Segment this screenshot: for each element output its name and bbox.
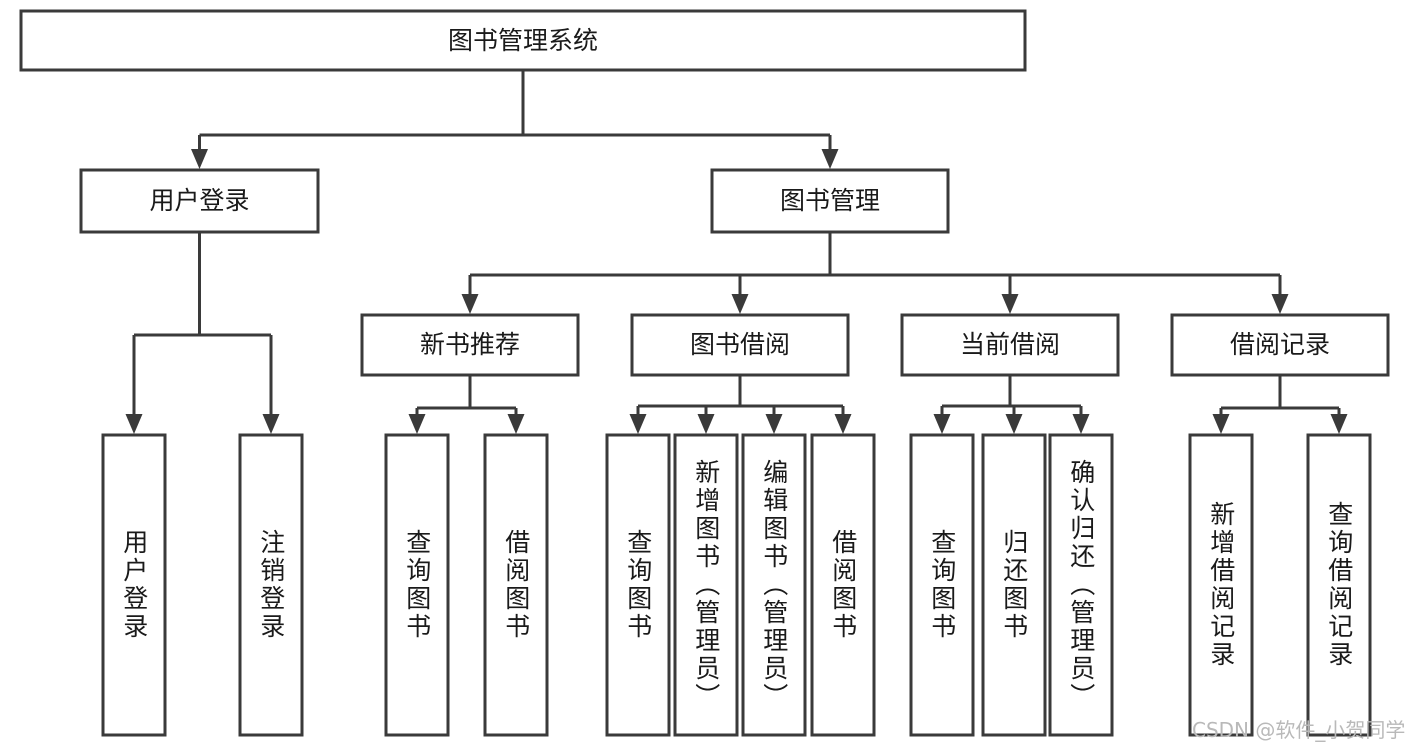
- connector-arrowhead: [629, 414, 647, 434]
- node-box-records[interactable]: [1170, 313, 1390, 377]
- node-box-leaf-current-return[interactable]: [981, 433, 1047, 737]
- connector-arrowhead: [821, 149, 839, 169]
- connector-arrowhead: [507, 414, 525, 434]
- connector-arrowhead: [125, 414, 143, 434]
- node-box-leaf-current-query[interactable]: [909, 433, 975, 737]
- connector-arrowhead: [834, 414, 852, 434]
- node-box-borrow[interactable]: [630, 313, 850, 377]
- connector-arrowhead: [731, 294, 749, 314]
- node-box-root[interactable]: [19, 9, 1027, 72]
- node-box-leaf-borrow-edit[interactable]: [741, 433, 807, 737]
- node-box-leaf-user-login[interactable]: [101, 433, 167, 737]
- node-box-leaf-current-confirm[interactable]: [1048, 433, 1114, 737]
- node-box-leaf-newbook-borrow[interactable]: [483, 433, 549, 737]
- connector-arrowhead: [408, 414, 426, 434]
- connector-arrowhead: [697, 414, 715, 434]
- connector-arrowhead: [933, 414, 951, 434]
- connector-arrowhead: [1001, 294, 1019, 314]
- node-box-leaf-borrow-add[interactable]: [673, 433, 739, 737]
- node-box-leaf-records-add[interactable]: [1188, 433, 1254, 737]
- connector-arrowhead: [461, 294, 479, 314]
- connector-arrowhead: [765, 414, 783, 434]
- node-box-leaf-borrow-query[interactable]: [605, 433, 671, 737]
- connector-arrowhead: [191, 149, 208, 169]
- connector-arrowhead: [1212, 414, 1230, 434]
- connector-arrowhead: [1005, 414, 1023, 434]
- connector-arrowhead: [262, 414, 280, 434]
- node-box-login[interactable]: [79, 168, 320, 234]
- node-box-bookmgmt[interactable]: [710, 168, 950, 234]
- node-box-leaf-newbook-query[interactable]: [384, 433, 450, 737]
- connector-arrowhead: [1330, 414, 1348, 434]
- node-box-leaf-user-logout[interactable]: [238, 433, 304, 737]
- node-box-current[interactable]: [900, 313, 1120, 377]
- node-box-newbook[interactable]: [360, 313, 580, 377]
- node-box-leaf-borrow-lend[interactable]: [810, 433, 876, 737]
- connector-arrowhead: [1271, 294, 1289, 314]
- node-box-leaf-records-query[interactable]: [1306, 433, 1372, 737]
- connector-arrowhead: [1072, 414, 1090, 434]
